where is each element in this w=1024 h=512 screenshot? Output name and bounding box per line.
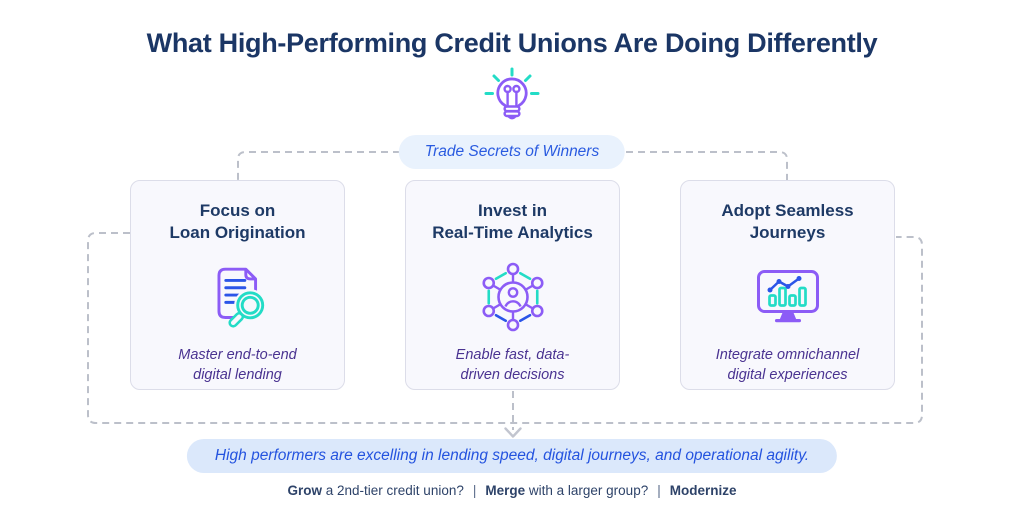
- card-title: Invest in Real-Time Analytics: [432, 201, 593, 243]
- footer-segment-grow: Grow a 2nd-tier credit union?: [287, 483, 464, 498]
- card-loan-origination: Focus on Loan Origination Master end-t: [130, 180, 345, 390]
- network-people-icon: [475, 254, 551, 340]
- card-description: Integrate omnichannel digital experience…: [715, 346, 860, 383]
- monitor-chart-icon: [750, 254, 826, 340]
- card-real-time-analytics: Invest in Real-Time Analytics: [405, 180, 620, 390]
- down-arrow-icon: [504, 427, 522, 438]
- card-description: Enable fast, data- driven decisions: [455, 346, 570, 383]
- badge-label: Trade Secrets of Winners: [424, 143, 600, 160]
- footer-tagline: Grow a 2nd-tier credit union? | Merge wi…: [0, 483, 1024, 498]
- card-seamless-journeys: Adopt Seamless Journeys: [680, 180, 895, 390]
- footer-segment-modernize: Modernize: [669, 483, 737, 498]
- summary-banner: High performers are excelling in lending…: [186, 439, 838, 473]
- lightbulb-icon: [480, 66, 544, 128]
- page-title: What High-Performing Credit Unions Are D…: [146, 28, 878, 58]
- card-description: Master end-to-end digital lending: [178, 346, 297, 383]
- footer-separator: |: [472, 483, 477, 498]
- footer-separator: |: [657, 483, 661, 498]
- card-title: Focus on Loan Origination: [169, 201, 306, 243]
- summary-banner-text: High performers are excelling in lending…: [214, 447, 810, 464]
- badge-pill: Trade Secrets of Winners: [398, 135, 626, 169]
- footer-segment-merge: Merge with a larger group?: [485, 483, 649, 498]
- card-title: Adopt Seamless Journeys: [721, 201, 854, 243]
- document-magnifier-icon: [197, 254, 279, 340]
